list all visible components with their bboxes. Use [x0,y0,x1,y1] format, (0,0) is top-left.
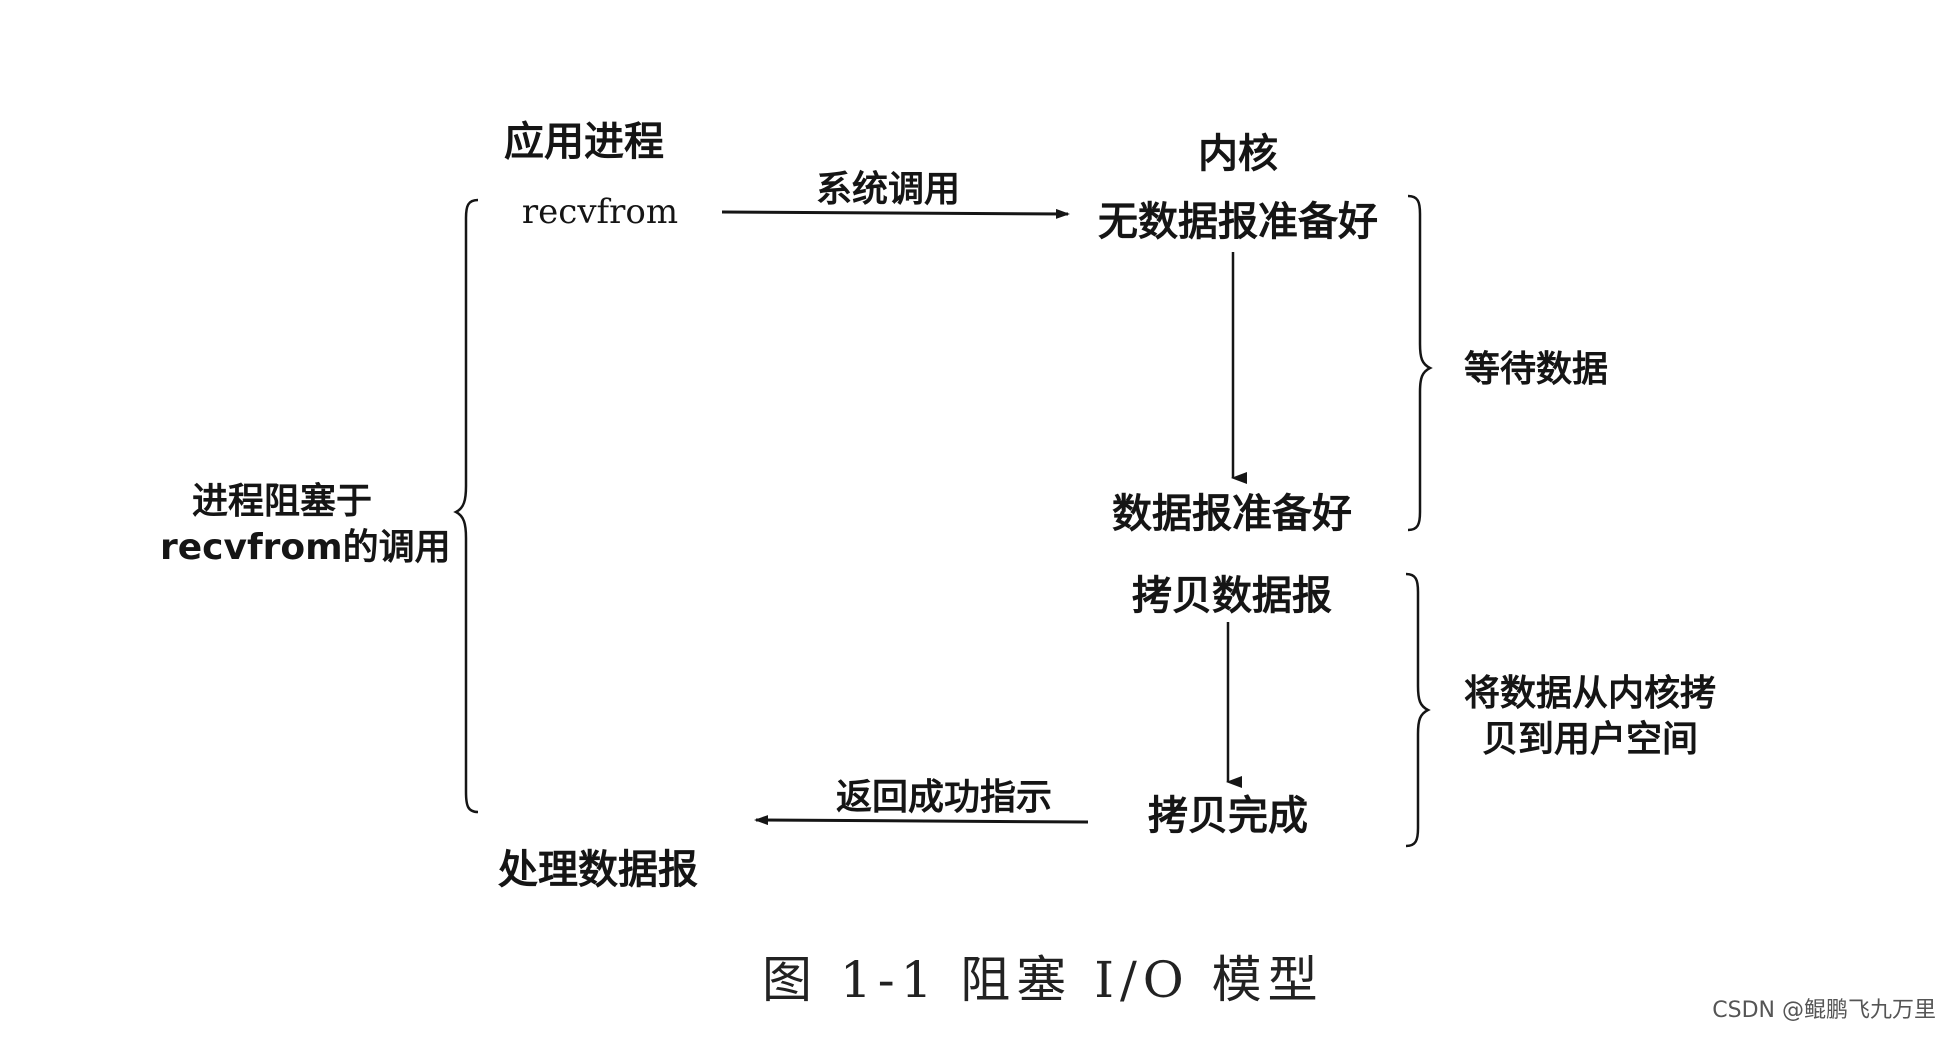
kernel-title: 内核 [1198,131,1278,177]
blocked-line-2: recvfrom的调用 [160,527,451,568]
process-datagram-label: 处理数据报 [498,847,698,893]
recvfrom-call-label: recvfrom [521,192,679,232]
blocked-brace [453,198,479,814]
copy-phase-line-1: 将数据从内核拷 [1464,673,1717,714]
blocked-line-1: 进程阻塞于 [192,481,373,522]
copy-done-label: 拷贝完成 [1148,793,1308,839]
copy-brace [1405,572,1431,848]
wait-data-phase-label: 等待数据 [1464,349,1609,390]
copy-datagram-label: 拷贝数据报 [1132,573,1332,619]
csdn-watermark: CSDN @鲲鹏飞九万里 [1712,998,1936,1023]
copy-phase-line-2: 贝到用户空间 [1482,719,1699,760]
syscall-label: 系统调用 [815,169,961,210]
syscall-arrow [721,208,1070,219]
figure-caption: 图 1-1 阻塞 I/O 模型 [762,951,1324,1009]
return-arrow [754,815,1089,826]
wait-brace [1407,194,1433,532]
return-success-label: 返回成功指示 [835,777,1053,818]
no-datagram-ready-label: 无数据报准备好 [1098,199,1378,245]
app-process-title: 应用进程 [504,119,664,165]
datagram-ready-label: 数据报准备好 [1112,491,1352,537]
